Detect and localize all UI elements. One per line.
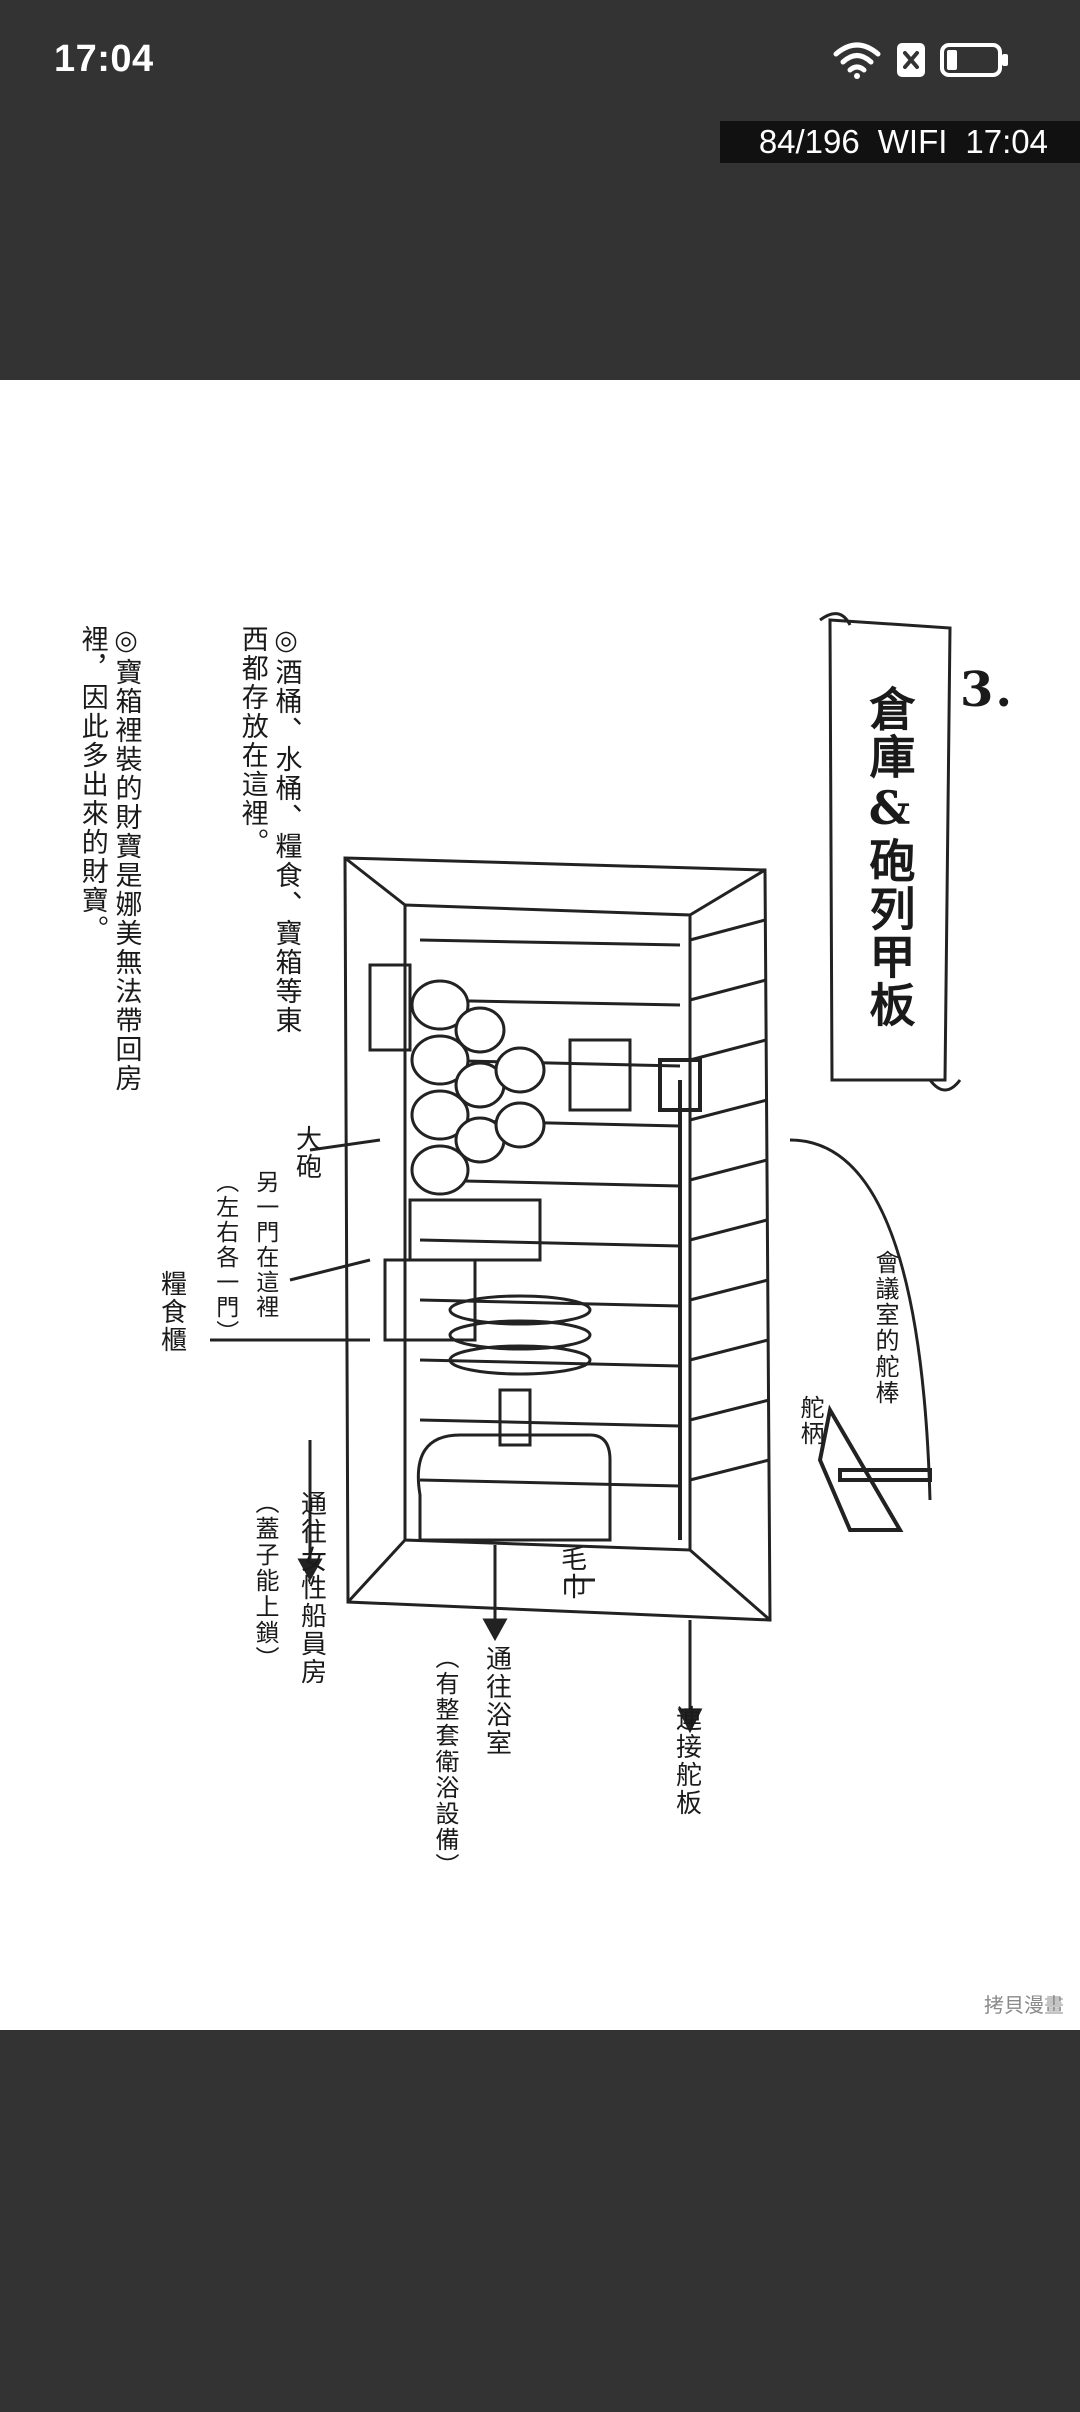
note-2: ◎寶箱裡裝的財寶是娜美無法帶回房裡，因此多出來的財寶。 (76, 625, 142, 1093)
label-cannon: 大砲 (291, 1125, 322, 1181)
label-connect-rudder: 連接舵板 (671, 1705, 702, 1817)
wifi-icon (833, 42, 881, 79)
page-indicator: 84/196 (758, 123, 860, 160)
label-lid-note: （蓋子能上鎖） (251, 1490, 279, 1672)
page-illustration: 3. 倉庫&砲列甲板 會議室的舵棒 舵柄 連接舵板 毛巾 通往浴室 （有整套衛浴… (0, 380, 1080, 2030)
label-rudder-handle: 舵柄 (796, 1395, 824, 1447)
ship-deck-sketch (210, 612, 962, 1734)
barrel-stack (410, 979, 546, 1196)
label-rudder-stick: 會議室的舵棒 (871, 1250, 899, 1406)
section-number: 3. (960, 662, 1015, 718)
reader-info-badge: 84/196 WIFI 17:04 (720, 121, 1080, 163)
note-1: ◎酒桶、水桶、糧食、寶箱等東西都存放在這裡。 (236, 625, 302, 1035)
label-other-cannon: 另一門在這裡 (251, 1170, 278, 1320)
status-bar: 17:04 (0, 0, 1080, 120)
label-bathroom-note: （有整套衛浴設備） (431, 1645, 459, 1879)
title-scroll (819, 612, 962, 1092)
network-indicator: WIFI (877, 123, 948, 160)
comic-page[interactable]: 3. 倉庫&砲列甲板 會議室的舵棒 舵柄 連接舵板 毛巾 通往浴室 （有整套衛浴… (0, 380, 1080, 2030)
reader-clock: 17:04 (965, 123, 1048, 160)
label-to-female-crew: 通往女性船員房 (296, 1490, 327, 1686)
page-title: 倉庫&砲列甲板 (862, 685, 917, 1029)
label-left-right: （左右各一門） (211, 1170, 238, 1345)
status-icons (832, 38, 1010, 82)
reader-bottom-margin[interactable] (0, 2030, 1080, 2412)
bathroom-door (416, 1433, 612, 1542)
arrows (210, 1138, 932, 1734)
plates (448, 1294, 592, 1376)
room-box (343, 856, 772, 1622)
status-time: 17:04 (54, 38, 154, 80)
close-notification-icon (897, 43, 925, 77)
watermark: 拷貝漫畫 (984, 1993, 1064, 2017)
label-to-bathroom: 通往浴室 (481, 1645, 512, 1757)
battery-icon (940, 43, 1008, 77)
label-towel: 毛巾 (556, 1545, 587, 1601)
label-food-cabinet: 糧食櫃 (156, 1270, 187, 1354)
